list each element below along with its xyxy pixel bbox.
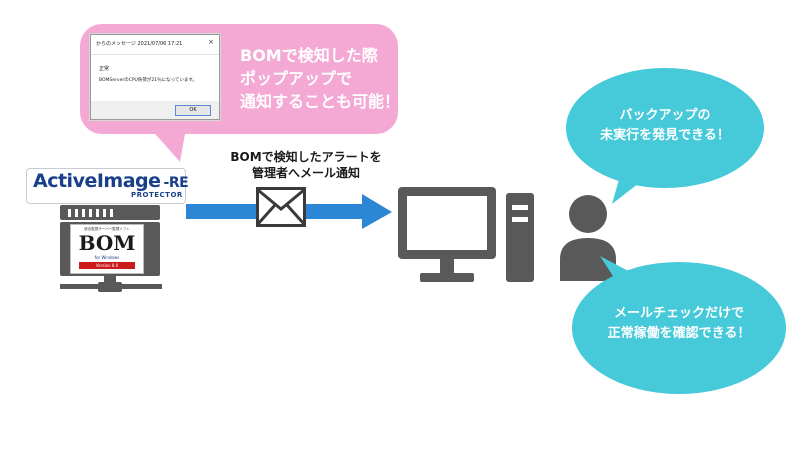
arrow-label-line: BOMで検知したアラートを — [230, 150, 382, 164]
popup-caption-line: BOMで検知した際 — [240, 46, 378, 65]
mail-bubble-line: メールチェックだけで — [613, 306, 744, 321]
ok-button[interactable]: OK — [175, 105, 211, 116]
mail-bubble-text: メールチェックだけで 正常稼働を確認できる！ — [572, 304, 786, 344]
activeimage-logo-subtitle: PROTECTOR — [131, 191, 183, 199]
envelope-icon — [256, 187, 306, 227]
activeimage-logo-suffix: -RE — [163, 175, 189, 191]
bom-logo: 統合監視サーバー監視ソフト BOM for Windows Version 8.… — [70, 224, 144, 274]
popup-dialog-message: BOMServerのCPU負荷が21％になっています。 — [99, 78, 197, 83]
close-icon[interactable]: × — [208, 38, 214, 46]
popup-dialog-body — [91, 54, 219, 101]
computer-icon — [398, 187, 534, 282]
arrow-label-line: 管理者へメール通知 — [251, 166, 360, 180]
arrow-label: BOMで検知したアラートを 管理者へメール通知 — [216, 149, 396, 181]
popup-caption-line: ポップアップで — [240, 69, 353, 88]
bom-logo-platform: for Windows — [94, 255, 120, 260]
bom-logo-version: Version 8.0 — [79, 262, 135, 269]
backup-bubble-text: バックアップの 未実行を発見できる！ — [566, 106, 764, 146]
popup-dialog: からのメッセージ 2021/07/06 17:21 × 正常 BOMServer… — [90, 34, 220, 120]
activeimage-logo-name: ActiveImage-RE — [33, 170, 189, 192]
mail-bubble-tail — [600, 256, 638, 290]
activeimage-logo: ActiveImage-RE PROTECTOR — [26, 168, 189, 204]
backup-bubble-line: バックアップの — [619, 108, 711, 123]
popup-caption: BOMで検知した際 ポップアップで 通知することも可能！ — [240, 44, 400, 113]
server-base-icon — [60, 276, 162, 292]
popup-caption-line: 通知することも可能！ — [240, 92, 401, 111]
bom-logo-tagline: 統合監視サーバー監視ソフト — [84, 227, 130, 231]
popup-dialog-status: 正常 — [99, 66, 110, 72]
backup-bubble-tail — [612, 176, 648, 204]
mail-speech-bubble — [572, 262, 786, 394]
backup-bubble-line: 未実行を発見できる！ — [600, 128, 730, 143]
mail-bubble-line: 正常稼働を確認できる！ — [607, 326, 751, 341]
server-vent-icon — [68, 209, 113, 217]
backup-speech-bubble — [566, 68, 764, 188]
user-icon — [560, 195, 616, 281]
pink-bubble-tail — [150, 128, 186, 162]
popup-dialog-title: からのメッセージ 2021/07/06 17:21 — [96, 41, 183, 47]
bom-logo-name: BOM — [78, 231, 136, 255]
